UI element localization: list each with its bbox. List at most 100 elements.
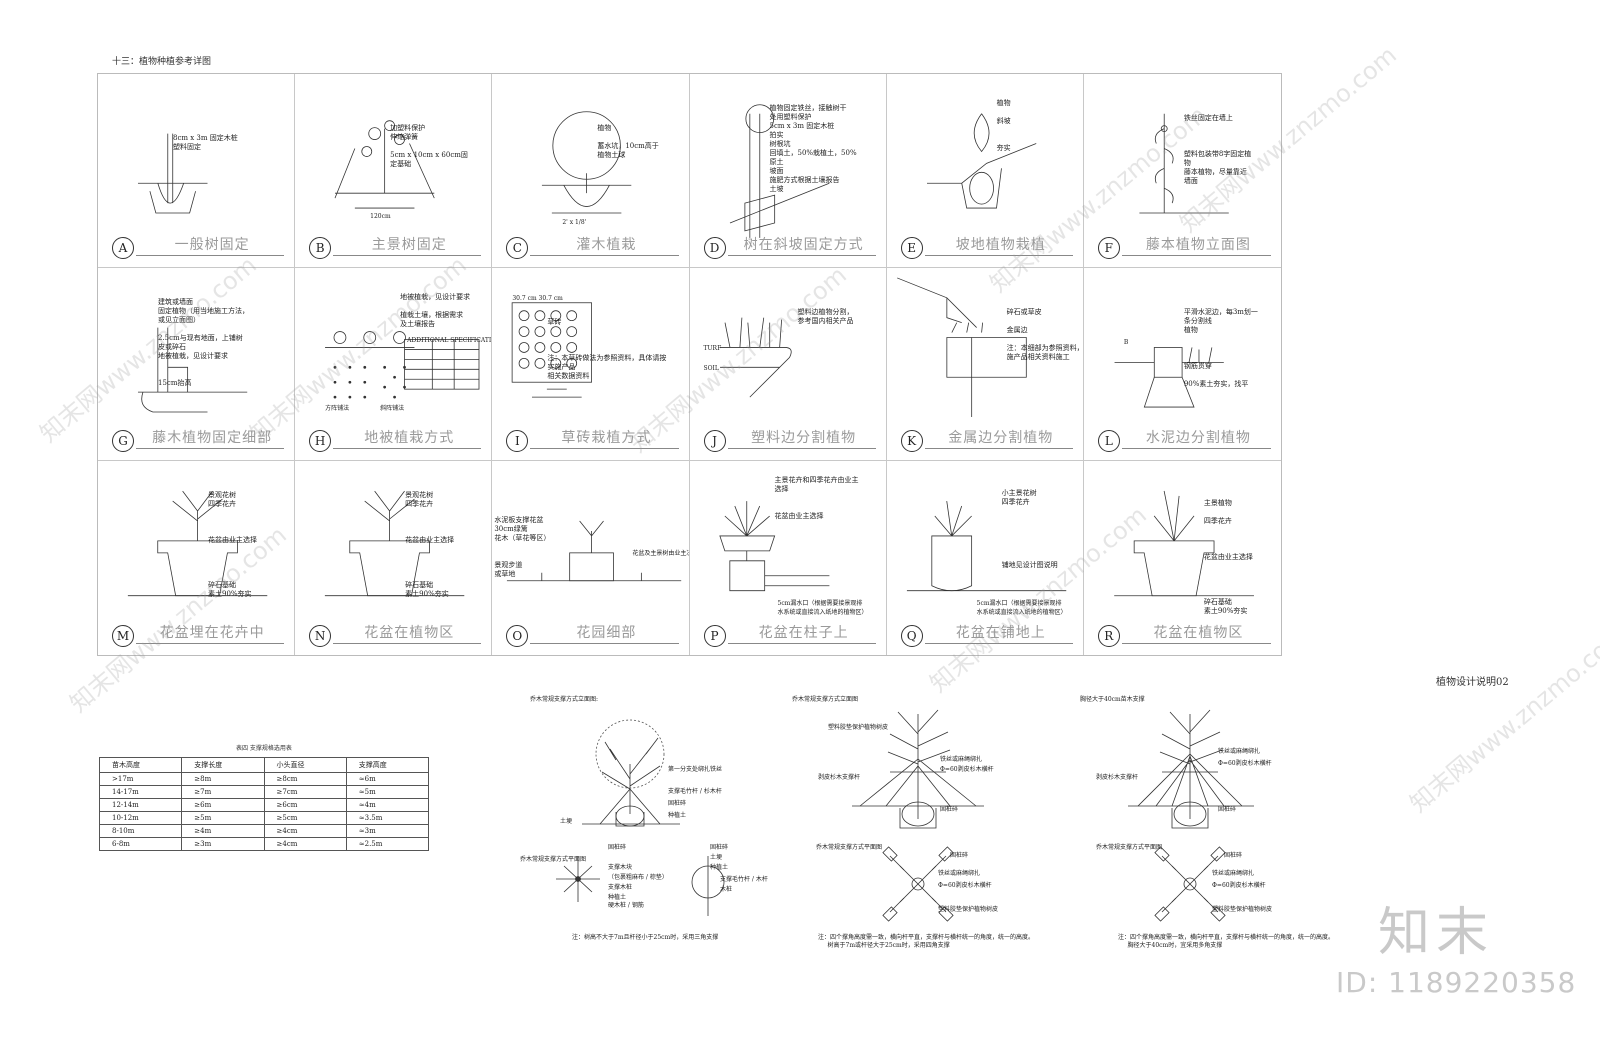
fig2-label: 固桩碎: [940, 806, 959, 813]
table-cell: ≥8cm: [263, 772, 347, 786]
detail-cell-g: 建筑或墙面 固定植物（用当地施工方法， 或见立面图） 2.5cm与现有地面，上铺…: [98, 267, 296, 462]
detail-caption: 坡地植物栽植: [955, 236, 1046, 253]
table-cell: ≈6m: [345, 772, 430, 786]
detail-drawing: [896, 277, 1027, 417]
side-title: 植物设计说明02: [1436, 677, 1509, 688]
fig3-title: 胸径大于40cm苗木支撑: [1080, 696, 1145, 703]
fig-large-tree-support: 胸径大于40cm苗木支撑 铁丝或麻绳绑扎 Φ=60剥皮杉木横杆 剥皮杉木支撑杆 …: [1078, 694, 1348, 964]
fig1-side-label: 种植土: [710, 864, 729, 871]
fig1-side-label: 固桩碎: [710, 844, 729, 851]
detail-letter-badge: K: [900, 430, 923, 453]
detail-notes: 铁丝固定在墙上 塑料包装带8字固定植 物 藤本植物，尽量靠近 墙面: [1183, 114, 1252, 185]
brand-logo: 知末: [1378, 903, 1495, 963]
detail-caption: 藤木植物固定细部: [152, 430, 273, 447]
fig2-label: 剥皮杉木支撑杆: [818, 774, 861, 781]
caption-underline: [924, 448, 1073, 450]
detail-sub-label: 5cm漏水口（根据需要接景观排 水系统或直接流入纸地的植物区）: [976, 600, 1067, 617]
caption-underline: [136, 643, 285, 644]
detail-caption: 藤本植物立面图: [1145, 236, 1251, 253]
fig2-plan-title: 乔木常规支撑方式平面图: [816, 844, 883, 851]
fig1-plan-label: （包裹粗麻布 / 棕垫）: [608, 874, 668, 881]
table-cell: ≥5cm: [263, 811, 347, 825]
four-stake-support-drawing: [852, 709, 984, 922]
caption-underline: [333, 254, 482, 256]
fig1-plan-label: 固桩碎: [608, 844, 627, 851]
fig1-label: 种植土: [668, 812, 687, 819]
detail-letter-badge: A: [112, 236, 134, 259]
detail-notes: 碎石或草皮 金属边 注：本细部为参照资料，请按实 施产品相关资料施工: [1006, 307, 1084, 361]
fig2-label: 铁丝或麻绳绑扎: [940, 756, 983, 763]
table-cell: ≥7cm: [263, 785, 347, 799]
detail-cell-d: 植物固定铁丝，接触树干 处用塑料保护 5cm x 3m 固定木桩 拍实 树根坑 …: [689, 74, 887, 268]
fig3-note: 注：四个撑角高度需一致，横向杆平直，支撑杆与横杆统一的角度，统一的高度。 胸径大…: [1118, 934, 1335, 949]
table-cell: 6-8m: [98, 837, 183, 851]
detail-notes: 水泥板支撑花盆 30cm绿篱 花木（草花等区） 景观步道 或草地: [494, 516, 551, 579]
fig2-plan-label: 塑料胶垫保护植物树皮: [938, 906, 999, 913]
table-header-row: 苗木高度 支撑长度 小头直径 支撑高度: [98, 757, 430, 773]
fig2-title: 乔木常规支撑方式立面图: [792, 696, 859, 703]
table-cell: ≈5m: [345, 785, 430, 799]
detail-letter-badge: F: [1097, 236, 1120, 259]
detail-letter-badge: H: [309, 430, 332, 453]
detail-caption: 草砖栽植方式: [561, 430, 652, 447]
table-row: >17m≥8m≥8cm≈6m: [98, 772, 430, 786]
detail-caption: 灌木植栽: [576, 236, 637, 253]
resource-id: ID: 1189220358: [1336, 966, 1577, 999]
fig1-plan-label: 硬木桩 / 钢筋: [608, 902, 644, 909]
detail-drawing: [718, 501, 829, 592]
detail-notes: 塑料边植物分割， 参考国内相关产品: [797, 307, 854, 325]
fig2-plan-label: 铁丝或麻绳绑扎: [938, 870, 981, 877]
fig1-title: 乔木常规支撑方式立面图:: [530, 696, 599, 703]
detail-drawing: [926, 113, 1037, 209]
detail-sub-label: 30.7 cm 30.7 cm: [512, 294, 563, 302]
table-cell: ≥4cm: [263, 837, 347, 851]
detail-drawing: [512, 302, 593, 398]
detail-notes: 景观花树 四季花卉 花盆由业主选择 碎石基础 素土90%夯实: [405, 491, 455, 599]
fig1-side-label: 土埂: [710, 854, 723, 861]
fig1-side-label: 支撑毛竹杆 / 木杆: [720, 876, 768, 883]
detail-sub-label: 斜阵铺法: [380, 404, 405, 412]
fig2-label: 塑料胶垫保护植物树皮: [828, 724, 889, 731]
large-tree-support-drawing: [1128, 709, 1254, 922]
detail-drawing: [719, 317, 792, 398]
fig3-label: Φ=60剥皮杉木横杆: [1218, 760, 1272, 767]
detail-letter-badge: J: [703, 430, 726, 453]
fig1-side-label: 木桩: [720, 886, 733, 893]
fig2-note: 注：四个撑角高度需一致，横向杆平直，支撑杆与横杆统一的角度，统一的高度。 树高于…: [818, 934, 1035, 949]
table-row: 12-14m≥6m≥6cm≈4m: [98, 798, 430, 812]
fig1-label: 支撑毛竹杆 / 杉木杆: [668, 788, 722, 795]
detail-notes: 加塑料保护 伸缩弹簧 5cm x 10cm x 60cm固 定基础: [390, 124, 468, 168]
caption-underline: [924, 254, 1073, 256]
detail-sub-label: TURF: [703, 344, 722, 352]
table-cell: ≥6m: [181, 798, 265, 812]
detail-sub-label: B: [1123, 338, 1129, 346]
caption-underline: [333, 448, 482, 450]
fig1-note: 注：树高不大于7m且杆径小于25cm时，采用三角支撑: [572, 934, 719, 941]
table-header: 支撑高度: [345, 757, 430, 773]
table-cell: ≥4cm: [263, 824, 347, 838]
fig1-plan-title: 乔木常规支撑方式平面图: [520, 856, 587, 863]
detail-drawing: [325, 491, 465, 597]
detail-letter-badge: P: [703, 625, 726, 647]
table-cell: ≈3.5m: [345, 811, 430, 825]
table-header: 支撑长度: [181, 757, 265, 773]
detail-caption: 塑料边分割植物: [751, 430, 857, 447]
fig1-plan-label: 支撑木块: [608, 864, 633, 871]
detail-sub-label: 方阵铺法: [325, 404, 350, 412]
detail-caption: 地被植栽方式: [364, 430, 455, 447]
detail-drawing: [507, 521, 682, 582]
fig3-label: 剥皮杉木支撑杆: [1096, 774, 1139, 781]
detail-sub-label: 花盆及主景树由业主决定: [632, 550, 688, 558]
caption-underline: [1121, 448, 1271, 450]
caption-underline: [727, 643, 876, 644]
detail-drawing: [127, 491, 268, 597]
fig3-label: 固桩碎: [1218, 806, 1237, 813]
detail-letter-badge: B: [309, 236, 332, 259]
detail-sub-label: 120cm: [370, 213, 391, 220]
detail-notes: 植物 斜坡 夯实: [996, 99, 1011, 152]
